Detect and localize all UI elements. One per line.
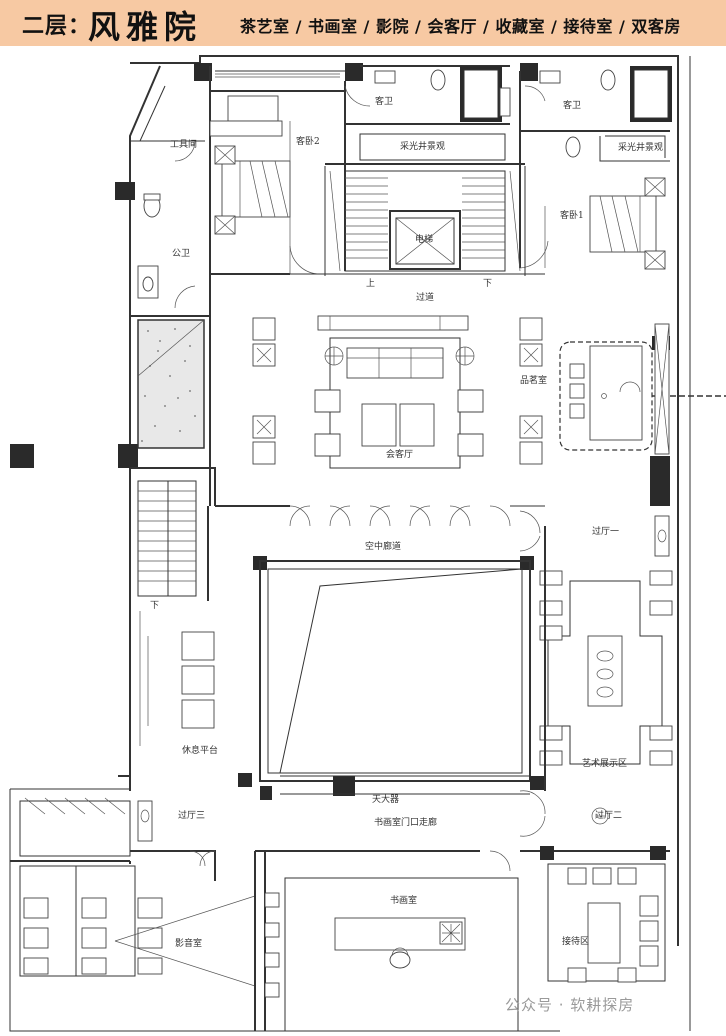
study-area: [255, 790, 670, 1032]
left-service-rooms: [130, 140, 216, 506]
outer-walls: [9, 55, 691, 1032]
living-area: [252, 273, 726, 469]
top-rooms: [209, 65, 672, 275]
label-stair-down-2: 下: [150, 601, 159, 611]
label-hall-2: 过厅二: [595, 809, 622, 821]
label-tea-room: 品茗室: [520, 374, 547, 386]
label-bedroom-1: 客卧1: [560, 209, 584, 221]
label-bedroom-2: 客卧2: [296, 135, 320, 147]
label-elevator: 电梯: [415, 233, 433, 245]
label-study-room: 书画室: [390, 894, 417, 906]
label-stair-up: 上: [366, 278, 375, 289]
label-cinema: 影音室: [175, 937, 202, 949]
label-tool-room: 工具间: [170, 138, 197, 150]
label-hall-1: 过厅一: [592, 525, 619, 537]
label-atrium: 天大器: [372, 793, 399, 805]
atrium-void: [238, 556, 544, 800]
cinema-area: [10, 775, 280, 1031]
label-guest-wc-right: 客卫: [563, 99, 581, 111]
label-rest-platform: 休息平台: [182, 744, 218, 756]
art-display-zone: [539, 515, 673, 791]
label-stair-down: 下: [483, 279, 492, 289]
label-skylight-right: 采光井景观: [618, 141, 663, 153]
page-title: 风雅院: [88, 8, 203, 46]
label-public-wc: 公卫: [172, 248, 190, 259]
title-banner: 二层： 风雅院 茶艺室 / 书画室 / 影院 / 会客厅 / 收藏室 / 接待室…: [0, 0, 726, 46]
sky-corridor: [215, 505, 545, 552]
label-guest-wc-left: 客卫: [375, 95, 393, 107]
label-corridor: 过道: [416, 291, 434, 303]
label-living-room: 会客厅: [386, 448, 413, 460]
floor-label: 二层：: [22, 14, 92, 39]
left-stair-rest: [137, 480, 215, 746]
watermark: 公众号 · 软耕探房: [505, 996, 635, 1014]
label-reception: 接待区: [562, 935, 589, 947]
label-skylight-left: 采光井景观: [400, 140, 445, 152]
label-sky-corridor: 空中廊道: [365, 540, 401, 552]
stair-core: [324, 163, 526, 276]
label-art-display: 艺术展示区: [582, 757, 627, 769]
reception-area: [540, 807, 666, 983]
label-hall-3: 过厅三: [178, 809, 205, 821]
room-labels: 客卫 客卫 客卧2 客卧1 工具间 公卫 采光井景观 采光井景观 电梯 上 下 …: [150, 95, 663, 949]
room-list-subtitle: 茶艺室 / 书画室 / 影院 / 会客厅 / 收藏室 / 接待室 / 双客房: [240, 17, 681, 36]
label-study-entrance-corridor: 书画室门口走廊: [374, 816, 437, 828]
floor-plan: 客卫 客卫 客卧2 客卧1 工具间 公卫 采光井景观 采光井景观 电梯 上 下 …: [9, 55, 726, 1032]
